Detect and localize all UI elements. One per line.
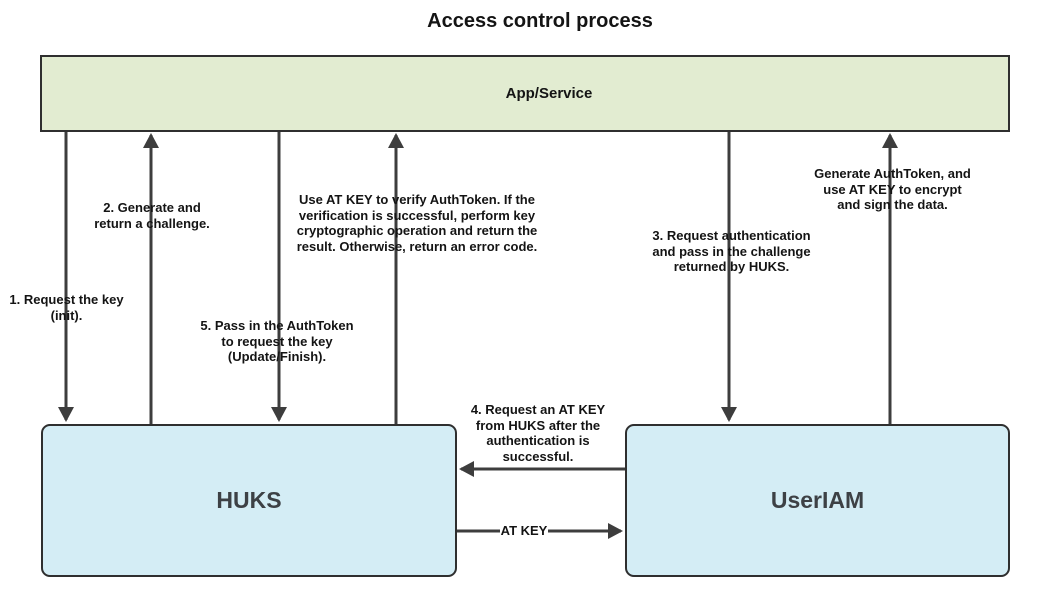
useriam-box: UserIAM (625, 424, 1010, 577)
huks-label: HUKS (216, 487, 282, 513)
label-at-key: AT KEY (500, 523, 548, 539)
huks-box: HUKS (41, 424, 457, 577)
label-verify-authtoken-note: Use AT KEY to verify AuthToken. If the v… (296, 192, 538, 255)
label-step5-pass-authtoken: 5. Pass in the AuthToken to request the … (200, 318, 354, 365)
diagram-title: Access control process (427, 10, 653, 32)
label-step2-generate-challenge: 2. Generate and return a challenge. (94, 200, 210, 231)
app-service-label: App/Service (505, 85, 593, 102)
label-step3-request-authentication: 3. Request authentication and pass in th… (652, 228, 811, 275)
app-service-box: App/Service (40, 55, 1010, 132)
useriam-label: UserIAM (770, 487, 865, 513)
label-step4-request-atkey: 4. Request an AT KEY from HUKS after the… (470, 402, 606, 465)
label-generate-authtoken-note: Generate AuthToken, and use AT KEY to en… (814, 166, 971, 213)
label-step1-request-key: 1. Request the key (init). (9, 292, 124, 323)
